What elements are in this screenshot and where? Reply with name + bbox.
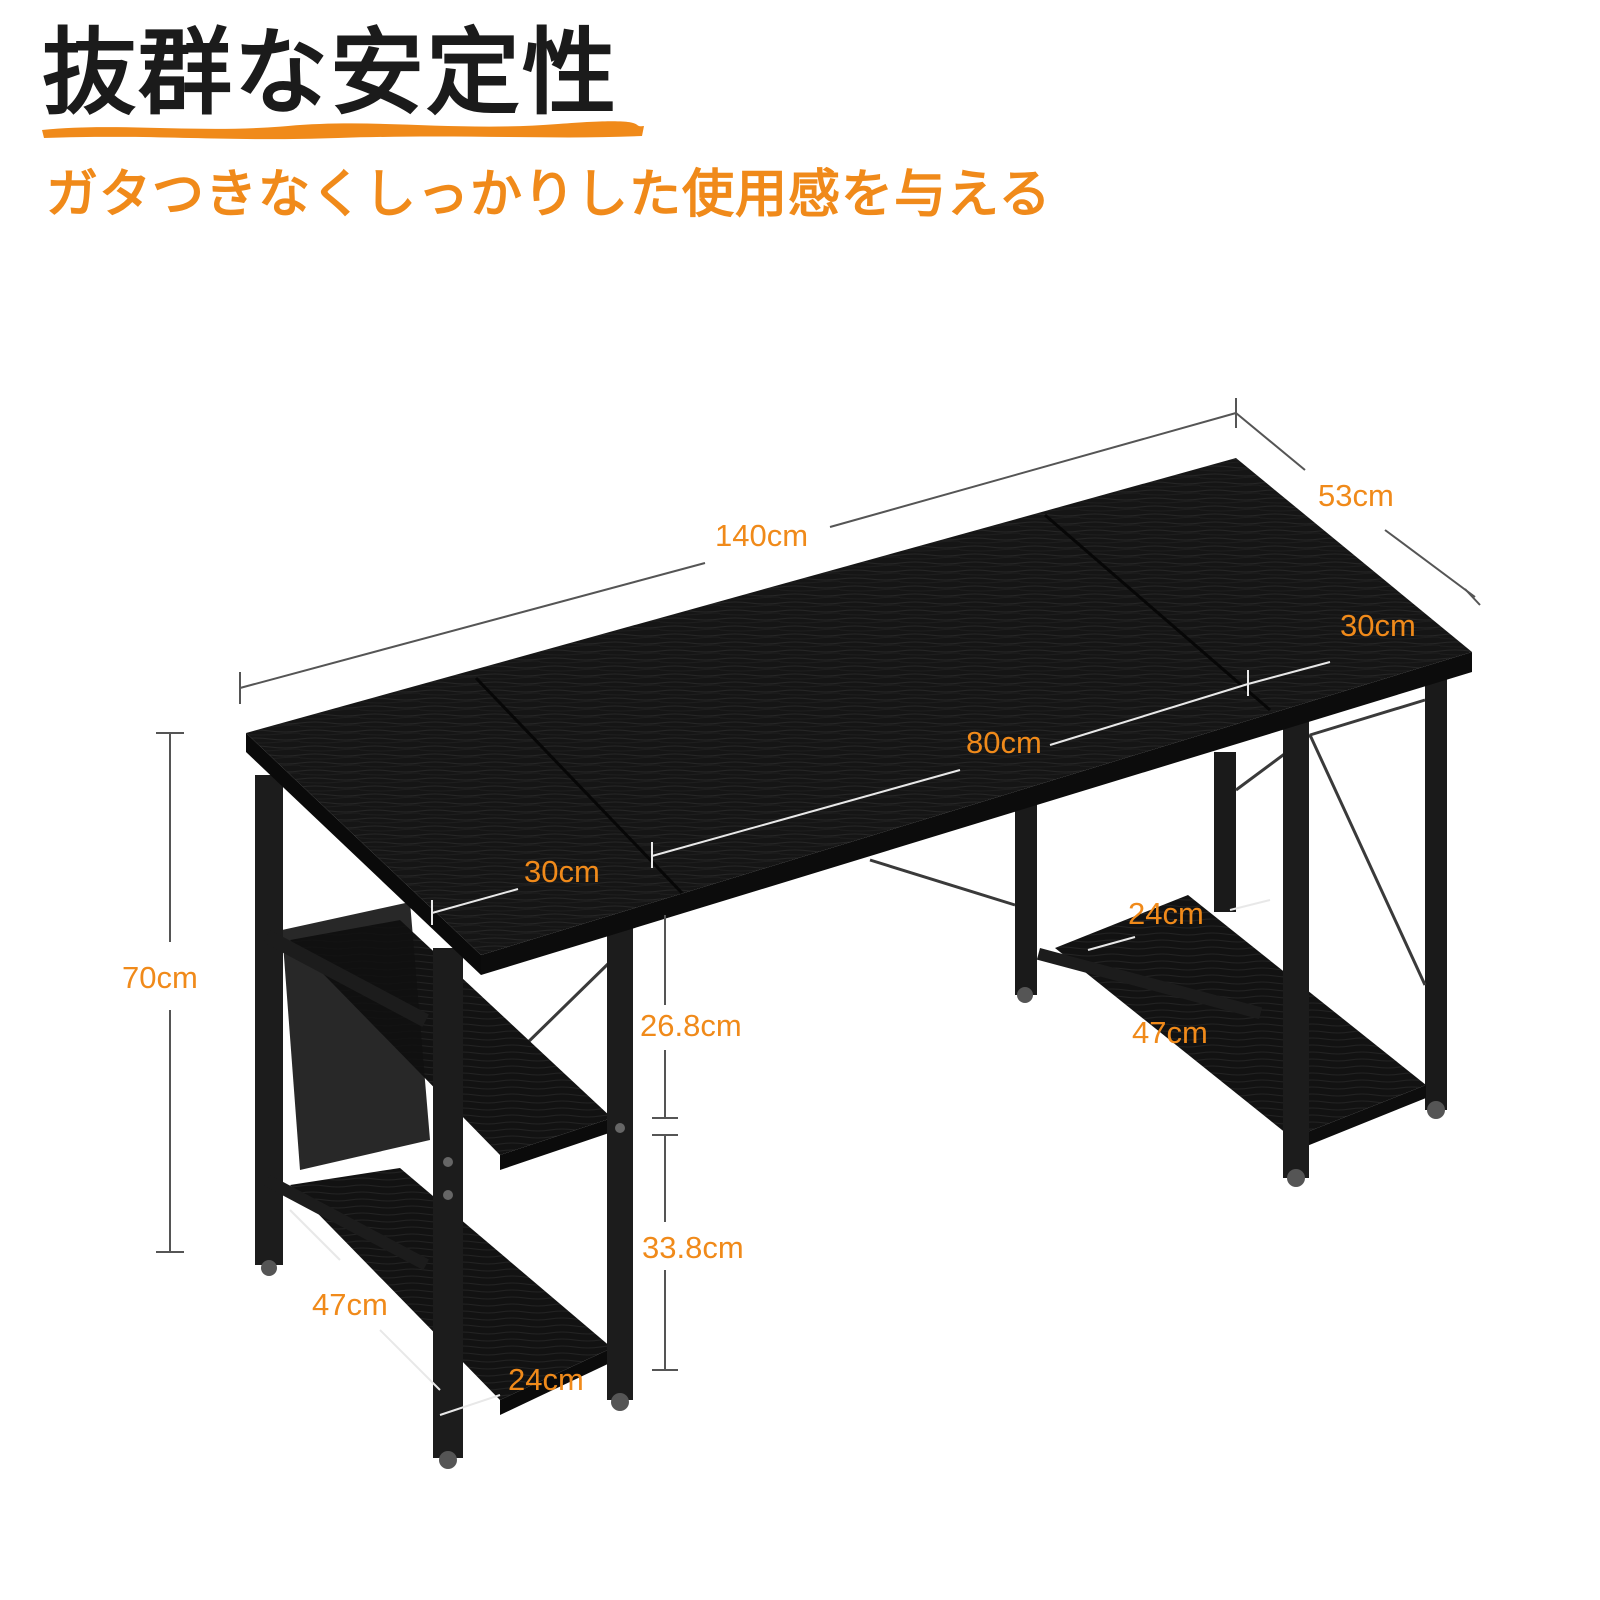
desktop <box>246 458 1472 975</box>
center-span-label: 80cm <box>966 725 1042 760</box>
left-side-panel <box>282 902 430 1170</box>
headline: 抜群な安定性 <box>42 19 619 128</box>
desktop-side-edge <box>481 652 1472 975</box>
left-front-leg <box>433 948 463 1458</box>
right-shelf-width-label: 24cm <box>1128 896 1204 931</box>
left-upper-shelf-edge <box>500 1118 612 1170</box>
right-shelf-depth-label: 47cm <box>1132 1015 1208 1050</box>
brush-underline <box>42 121 644 140</box>
left-shelf-depth-label: 47cm <box>312 1287 388 1322</box>
left-lower-shelf-edge <box>500 1348 612 1415</box>
right-front-inner-leg <box>1283 718 1309 1178</box>
right-lower-shelf-edge <box>1292 1085 1426 1152</box>
dimension-lines <box>156 398 1481 1371</box>
subline: ガタつきなくしっかりした使用感を与える <box>46 165 1052 225</box>
height-label: 70cm <box>122 960 198 995</box>
dimension-labels: 140cm 53cm 70cm 80cm 30cm 30cm 26.8cm 33… <box>122 478 1416 1397</box>
surface-dimension-lines <box>289 661 1331 1416</box>
left-section-label: 30cm <box>524 854 600 889</box>
upper-shelf-gap-label: 26.8cm <box>640 1008 742 1043</box>
lower-shelf-gap-label: 33.8cm <box>642 1230 744 1265</box>
right-frame <box>1017 718 1445 1187</box>
back-left-leg <box>1015 800 1037 995</box>
depth-label: 53cm <box>1318 478 1394 513</box>
right-section-label: 30cm <box>1340 608 1416 643</box>
desktop-front-edge <box>246 733 481 975</box>
left-inner-leg <box>607 925 633 1400</box>
left-frame <box>255 775 633 1469</box>
left-shelf-width-label: 24cm <box>508 1362 584 1397</box>
desktop-surface <box>246 458 1472 955</box>
back-right-leg <box>1425 670 1447 1110</box>
right-lower-shelf <box>1055 895 1426 1138</box>
width-label: 140cm <box>715 518 808 553</box>
back-right-inner-leg <box>1214 752 1236 912</box>
